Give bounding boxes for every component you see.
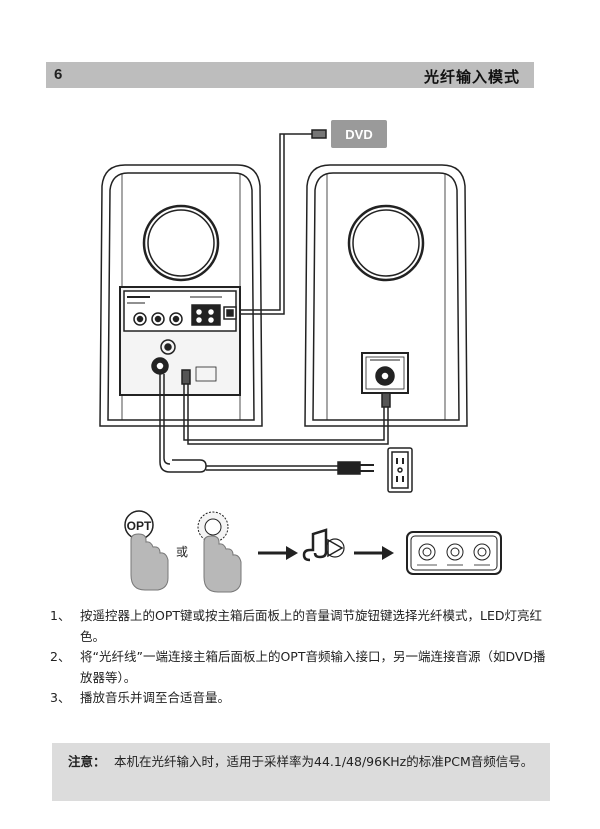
note-text: 本机在光纤输入时，适用于采样率为44.1/48/96KHz的标准PCM音频信号。 [114, 754, 534, 769]
step-item: 3、 播放音乐并调至合适音量。 [50, 688, 550, 709]
opt-label: OPT [127, 519, 152, 533]
step-number: 3、 [50, 690, 71, 705]
arrow-right-icon [354, 546, 394, 560]
or-label: 或 [176, 545, 188, 559]
dvd-source: DVD [331, 120, 387, 148]
dvd-label: DVD [345, 127, 372, 142]
power-cable [159, 374, 374, 475]
note-label: 注意： [68, 754, 106, 769]
step-number: 2、 [50, 649, 71, 664]
speaker-cable [181, 369, 391, 445]
opt-remote-hand: OPT [124, 510, 169, 591]
optical-cable [238, 129, 327, 315]
page-header: 6 光纤输入模式 [46, 62, 534, 88]
control-panel-icon [406, 531, 502, 575]
step-text: 按遥控器上的OPT键或按主箱后面板上的音量调节旋钮键选择光纤模式，LED灯亮红色… [80, 608, 543, 644]
page-title: 光纤输入模式 [423, 68, 520, 86]
instruction-steps: 1、 按遥控器上的OPT键或按主箱后面板上的音量调节旋钮键选择光纤模式，LED灯… [50, 606, 550, 709]
arrow-right-icon [258, 546, 298, 560]
step-number: 1、 [50, 608, 71, 623]
main-speaker-rear [99, 164, 263, 427]
step-text: 播放音乐并调至合适音量。 [80, 690, 231, 705]
volume-knob-hand [197, 511, 242, 593]
note-box: 注意： 本机在光纤输入时，适用于采样率为44.1/48/96KHz的标准PCM音… [52, 743, 550, 801]
page-number: 6 [54, 66, 63, 83]
music-note-icon [302, 528, 345, 562]
passive-speaker-rear [304, 164, 468, 427]
step-item: 2、 将“光纤线”一端连接主箱后面板上的OPT音频输入接口，另一端连接音源（如D… [50, 647, 550, 688]
step-text: 将“光纤线”一端连接主箱后面板上的OPT音频输入接口，另一端连接音源（如DVD播… [80, 649, 546, 685]
wall-outlet [387, 447, 413, 493]
step-item: 1、 按遥控器上的OPT键或按主箱后面板上的音量调节旋钮键选择光纤模式，LED灯… [50, 606, 550, 647]
